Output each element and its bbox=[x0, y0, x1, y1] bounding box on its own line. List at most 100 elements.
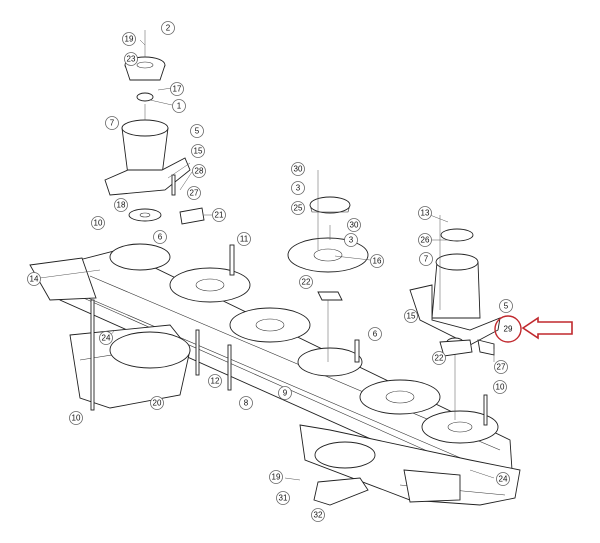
callout-number: 27 bbox=[190, 189, 199, 198]
callout-c-27a: 27 bbox=[187, 186, 201, 200]
callout-c-6b: 6 bbox=[368, 327, 382, 341]
callout-c-9: 9 bbox=[278, 386, 292, 400]
callout-number: 18 bbox=[117, 201, 126, 210]
callout-circle bbox=[192, 164, 206, 178]
callout-number: 6 bbox=[158, 233, 163, 242]
callout-circle bbox=[276, 491, 290, 505]
callout-number: 13 bbox=[421, 209, 430, 218]
callout-circle bbox=[99, 331, 113, 345]
callout-number: 10 bbox=[72, 414, 81, 423]
callout-number: 3 bbox=[296, 184, 301, 193]
callout-c-25: 25 bbox=[291, 201, 305, 215]
callout-circle bbox=[27, 272, 41, 286]
callout-c-11: 11 bbox=[237, 232, 251, 246]
callout-c-23: 23 bbox=[124, 52, 138, 66]
callout-number: 1 bbox=[177, 102, 182, 111]
callout-c-31: 31 bbox=[276, 491, 290, 505]
callout-circle bbox=[153, 230, 167, 244]
callout-c-5b: 5 bbox=[499, 299, 513, 313]
callout-c-13: 13 bbox=[418, 206, 432, 220]
callout-circle bbox=[114, 198, 128, 212]
callout-number: 28 bbox=[195, 167, 204, 176]
highlight-arrow bbox=[494, 315, 573, 343]
callout-number: 17 bbox=[173, 85, 182, 94]
callout-circle bbox=[370, 254, 384, 268]
callout-number: 19 bbox=[272, 473, 281, 482]
callout-c-30b: 30 bbox=[347, 218, 361, 232]
callout-circle bbox=[299, 275, 313, 289]
callout-circle bbox=[404, 309, 418, 323]
callout-c-20: 20 bbox=[150, 396, 164, 410]
callout-number: 30 bbox=[350, 221, 359, 230]
callout-circle bbox=[170, 82, 184, 96]
callout-c-14: 14 bbox=[27, 272, 41, 286]
callout-circle bbox=[494, 360, 508, 374]
callout-c-30a: 30 bbox=[291, 162, 305, 176]
callout-c-24a: 24 bbox=[99, 331, 113, 345]
callout-number: 22 bbox=[302, 278, 311, 287]
callout-number: 15 bbox=[194, 147, 203, 156]
callout-circle bbox=[269, 470, 283, 484]
callout-number: 3 bbox=[349, 236, 354, 245]
callout-c-10b: 10 bbox=[69, 411, 83, 425]
callout-circle bbox=[418, 206, 432, 220]
callout-number: 6 bbox=[373, 330, 378, 339]
callout-c-2: 2 bbox=[161, 21, 175, 35]
callout-number: 5 bbox=[195, 127, 200, 136]
left-drum-assembly bbox=[104, 30, 191, 222]
callout-number: 21 bbox=[215, 211, 224, 220]
callout-circle bbox=[496, 472, 510, 486]
highlight-circle-29 bbox=[494, 315, 522, 343]
callout-circle bbox=[161, 21, 175, 35]
callout-number: 7 bbox=[110, 119, 115, 128]
callout-number: 16 bbox=[373, 257, 382, 266]
callout-circle bbox=[237, 232, 251, 246]
callout-c-1: 1 bbox=[172, 99, 186, 113]
callout-c-19b: 19 bbox=[269, 470, 283, 484]
callout-number: 26 bbox=[421, 236, 430, 245]
callout-number: 14 bbox=[30, 275, 39, 284]
callout-number: 10 bbox=[94, 219, 103, 228]
callout-c-22a: 22 bbox=[299, 275, 313, 289]
callout-circle bbox=[419, 252, 433, 266]
callout-leaders bbox=[39, 39, 495, 481]
callout-number: 20 bbox=[153, 399, 162, 408]
callout-c-10c: 10 bbox=[493, 380, 507, 394]
callout-c-3b: 3 bbox=[344, 233, 358, 247]
callout-number: 9 bbox=[283, 389, 288, 398]
callout-c-10a: 10 bbox=[91, 216, 105, 230]
callout-circle bbox=[347, 218, 361, 232]
callout-c-15b: 15 bbox=[404, 309, 418, 323]
callout-circle bbox=[187, 186, 201, 200]
callout-c-19a: 19 bbox=[122, 32, 136, 46]
callout-c-21: 21 bbox=[212, 208, 226, 222]
callout-c-24b: 24 bbox=[496, 472, 510, 486]
callout-circle bbox=[69, 411, 83, 425]
callout-c-6a: 6 bbox=[153, 230, 167, 244]
callout-c-32: 32 bbox=[311, 508, 325, 522]
callout-c-17: 17 bbox=[170, 82, 184, 96]
callout-circle bbox=[190, 124, 204, 138]
callout-number: 25 bbox=[294, 204, 303, 213]
callout-c-29: 29 bbox=[504, 325, 513, 334]
callout-number: 19 bbox=[125, 35, 134, 44]
callout-circle bbox=[105, 116, 119, 130]
callout-circle bbox=[291, 162, 305, 176]
callout-circle bbox=[91, 216, 105, 230]
callout-number: 23 bbox=[127, 55, 136, 64]
right-drum-assembly bbox=[409, 215, 501, 420]
callout-circle bbox=[432, 351, 446, 365]
callout-number: 24 bbox=[499, 475, 508, 484]
callout-number: 29 bbox=[504, 325, 513, 334]
callout-number: 27 bbox=[497, 363, 506, 372]
callout-circle bbox=[208, 374, 222, 388]
callout-number: 7 bbox=[424, 255, 429, 264]
callout-circle bbox=[212, 208, 226, 222]
callout-number: 31 bbox=[279, 494, 288, 503]
callout-circle bbox=[368, 327, 382, 341]
callout-c-12: 12 bbox=[208, 374, 222, 388]
cutting-discs bbox=[109, 237, 499, 469]
callout-c-15a: 15 bbox=[191, 144, 205, 158]
